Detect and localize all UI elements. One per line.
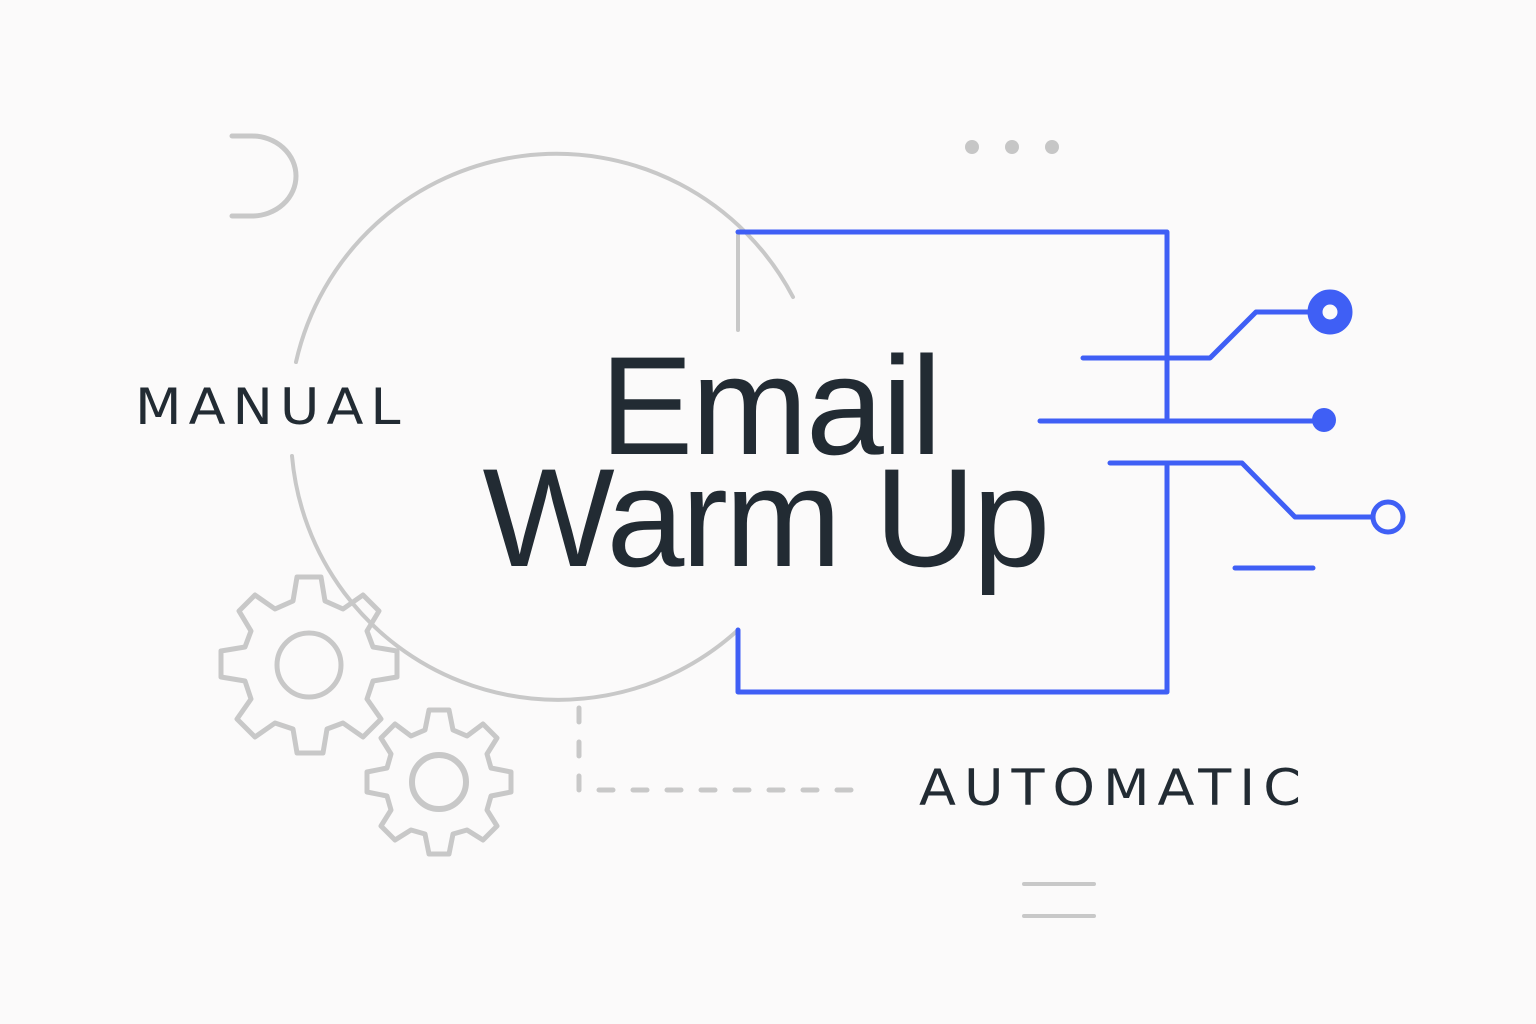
manual-circle-arc-upper bbox=[294, 151, 795, 364]
gear-icon bbox=[218, 574, 400, 756]
title-line-warm-up: Warm Up bbox=[482, 439, 1051, 596]
manual-circle-arc-lower bbox=[290, 454, 740, 702]
manual-label: MANUAL bbox=[135, 377, 408, 436]
circuit-node-dot-icon bbox=[1312, 408, 1336, 432]
circuit-traces bbox=[1037, 289, 1406, 571]
circuit-trace-top bbox=[1080, 309, 1315, 361]
ellipsis-icon bbox=[965, 140, 1059, 154]
dashed-connector bbox=[576, 705, 868, 793]
bracket-d-shape bbox=[229, 133, 299, 219]
gear-icon bbox=[364, 707, 514, 857]
automatic-label: AUTOMATIC bbox=[919, 758, 1309, 817]
title-line-email: Email bbox=[599, 327, 942, 484]
automatic-frame-bottom bbox=[735, 463, 1170, 695]
circuit-node-ring-filled-icon bbox=[1307, 289, 1353, 335]
circuit-node-ring-icon bbox=[1370, 499, 1406, 535]
circuit-trace-bottom bbox=[1107, 460, 1376, 520]
two-lines-icon bbox=[1022, 882, 1096, 918]
